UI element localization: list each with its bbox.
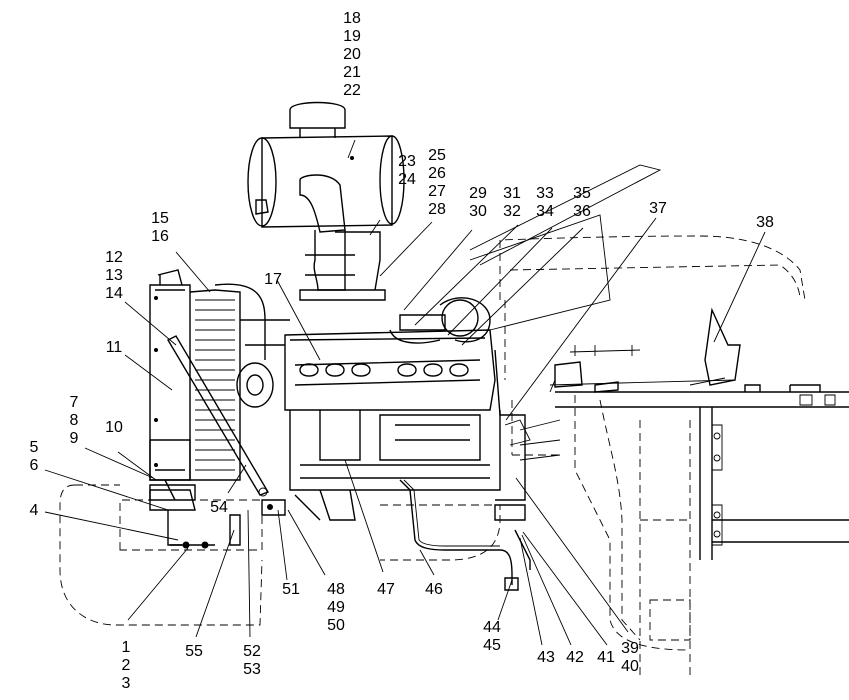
intake-pipe <box>299 230 386 301</box>
callout-43: 43 <box>537 649 555 666</box>
callout-46: 46 <box>425 581 443 598</box>
callout-54: 54 <box>210 499 228 516</box>
callout-41: 41 <box>597 649 615 666</box>
frame-outline <box>59 235 806 680</box>
control-linkage <box>554 307 741 393</box>
callout-42: 42 <box>566 649 584 666</box>
callout-4: 4 <box>30 502 39 519</box>
callout-38: 38 <box>756 214 774 231</box>
front-mounts <box>149 489 286 549</box>
leader-lines <box>44 139 766 646</box>
callout-55: 55 <box>185 643 203 660</box>
callout-10: 10 <box>105 419 123 436</box>
fan <box>214 283 290 408</box>
callout-11: 11 <box>106 339 123 356</box>
callout-47: 47 <box>377 581 395 598</box>
engine-block <box>284 297 526 521</box>
fuel-line <box>399 479 531 591</box>
radiator <box>149 269 241 501</box>
brace <box>167 335 270 497</box>
callout-17: 17 <box>264 271 282 288</box>
guide-lines <box>469 164 662 461</box>
callout-51: 51 <box>282 581 300 598</box>
air-cleaner <box>247 101 405 233</box>
chassis-rails <box>549 379 849 560</box>
callout-37: 37 <box>649 200 667 217</box>
